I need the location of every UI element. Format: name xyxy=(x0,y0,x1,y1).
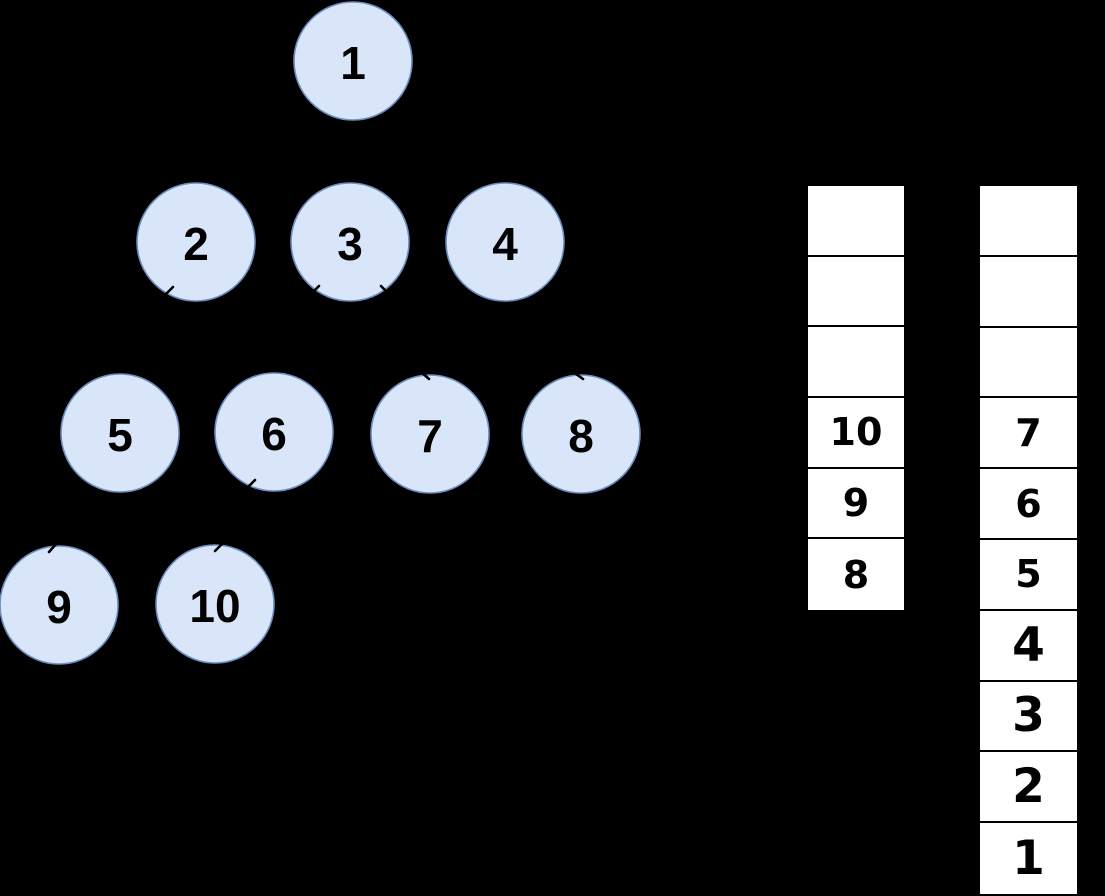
tree-node-circle-1 xyxy=(293,1,413,121)
edge-tick-3 xyxy=(246,478,257,489)
edge-tick-0 xyxy=(164,285,175,296)
edge-tick-6 xyxy=(47,542,58,554)
tree-node-label-4: 4 xyxy=(492,218,518,270)
tree-node-label-3: 3 xyxy=(337,218,363,270)
right-stack-cell-value-4: 6 xyxy=(1015,481,1042,526)
left-stack-cell-0 xyxy=(808,186,904,257)
right-stack-cell-5: 5 xyxy=(980,539,1077,611)
tree-edge-5-9 xyxy=(58,491,121,547)
tree-node-circle-10 xyxy=(155,544,275,664)
left-stack-cell-3: 10 xyxy=(808,398,904,469)
edge-tick-7 xyxy=(213,542,224,553)
tree-edge-2-5 xyxy=(119,300,197,375)
right-stack-cell-2 xyxy=(980,327,1077,399)
right-stack-cell-9: 1 xyxy=(980,823,1077,894)
right-stack-cell-6: 4 xyxy=(980,610,1077,682)
left-stack-cell-1 xyxy=(808,256,904,328)
right-stack-cell-value-7: 3 xyxy=(1012,688,1045,744)
tree-node-1: 1 xyxy=(293,1,413,121)
tree-node-label-2: 2 xyxy=(183,218,209,270)
right-stack-cell-value-8: 2 xyxy=(1012,759,1045,815)
tree-node-circle-9 xyxy=(0,545,119,665)
tree-node-label-1: 1 xyxy=(340,37,366,89)
right-stack-cell-1 xyxy=(980,256,1077,328)
tree-node-circle-8 xyxy=(521,374,641,494)
tree-node-circle-4 xyxy=(445,182,565,302)
tree-node-circle-6 xyxy=(214,372,334,492)
right-stack-cell-value-9: 1 xyxy=(1012,831,1045,887)
right-stack-cell-7: 3 xyxy=(980,681,1077,753)
right-stack-cell-value-6: 4 xyxy=(1012,617,1045,673)
right-stack-column: 7 6 5 4 3 2 1 xyxy=(980,186,1077,894)
edge-tick-5 xyxy=(570,369,585,381)
tree-node-4: 4 xyxy=(445,182,565,302)
edge-tick-4 xyxy=(419,370,431,381)
tree-node-circle-3 xyxy=(290,182,410,302)
tree-node-9: 9 xyxy=(0,545,119,665)
right-stack-cell-4: 6 xyxy=(980,469,1077,540)
right-stack-cell-0 xyxy=(980,186,1077,257)
tree-edge-1-3 xyxy=(349,119,354,184)
right-stack-cell-8: 2 xyxy=(980,752,1077,824)
tree-edge-1-2 xyxy=(195,119,354,184)
tree-node-label-8: 8 xyxy=(568,410,594,462)
right-stack-cell-value-3: 7 xyxy=(1015,410,1042,455)
tree-edge-3-7 xyxy=(349,300,431,376)
left-stack-cell-5: 8 xyxy=(808,539,904,611)
left-stack-cell-value-3: 10 xyxy=(829,410,883,455)
tree-edge-6-10 xyxy=(214,490,275,546)
tree-node-circle-2 xyxy=(136,182,256,302)
tree-edge-2-6 xyxy=(195,300,275,374)
tree-node-label-7: 7 xyxy=(417,410,443,462)
tree-node-label-9: 9 xyxy=(46,581,72,633)
tree-node-label-6: 6 xyxy=(261,408,287,460)
left-stack-cell-value-5: 8 xyxy=(842,552,870,597)
right-stack-cell-3: 7 xyxy=(980,398,1077,470)
right-stack-cell-value-5: 5 xyxy=(1015,552,1042,597)
edge-tick-1 xyxy=(310,284,321,295)
left-stack-column: 10 9 8 xyxy=(808,186,904,611)
tree-node-6: 6 xyxy=(214,372,334,492)
edge-tick-2 xyxy=(379,284,390,295)
tree-node-circle-5 xyxy=(60,373,180,493)
tree-node-circle-7 xyxy=(370,374,490,494)
tree-node-10: 10 xyxy=(155,544,275,664)
tree-node-2: 2 xyxy=(136,182,256,302)
tree-node-8: 8 xyxy=(521,374,641,494)
tree-node-7: 7 xyxy=(370,374,490,494)
tree-edge-4-8 xyxy=(504,300,582,376)
tree-node-3: 3 xyxy=(290,182,410,302)
tree-node-5: 5 xyxy=(60,373,180,493)
left-stack-cell-2 xyxy=(808,327,904,399)
tree-node-label-5: 5 xyxy=(107,409,133,461)
left-stack-cell-value-4: 9 xyxy=(842,481,870,526)
tree-edge-1-4 xyxy=(352,119,506,184)
left-stack-cell-4: 9 xyxy=(808,468,904,540)
tree-node-label-10: 10 xyxy=(189,580,240,632)
